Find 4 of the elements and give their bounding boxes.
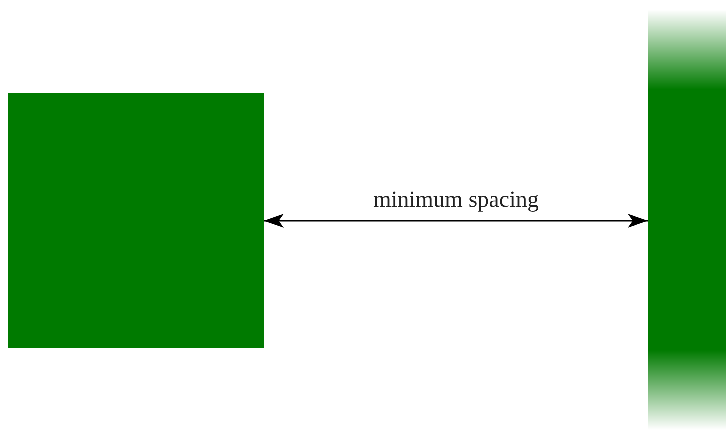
bar-block xyxy=(648,10,726,430)
edge-label: minimum spacing xyxy=(374,187,539,213)
double-arrow xyxy=(264,214,648,228)
square-block xyxy=(8,93,264,348)
